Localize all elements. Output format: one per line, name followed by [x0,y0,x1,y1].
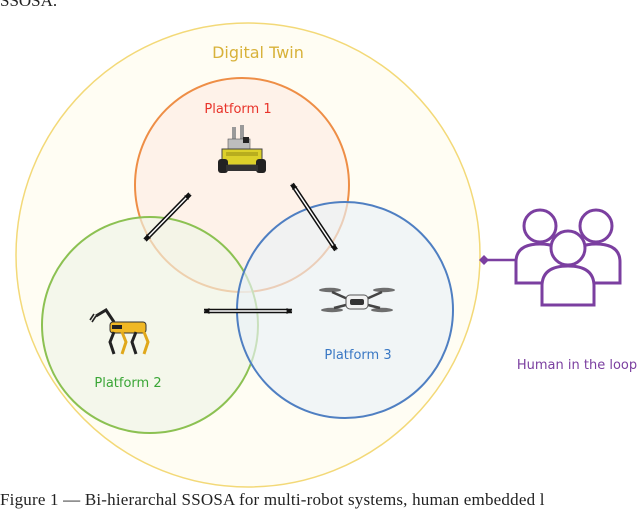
platform-2-label: Platform 2 [94,376,161,391]
arrow-platform1-platform3 [290,182,338,252]
wheeled-rover-robot-icon [218,125,266,173]
quadruped-robot-icon [89,307,150,355]
human-in-the-loop-label: Human in the loop [517,358,637,373]
ssosa-diagram: Digital Twin Platform 1 Platform 2 Platf… [15,22,637,488]
top-caption: SSOSA. [0,0,58,10]
user-group-icon [514,208,622,307]
platform-1-label: Platform 1 [204,102,271,117]
arrow-platform1-platform2 [143,192,192,242]
quadcopter-drone-icon [319,287,395,313]
platform-2-circle [41,216,259,434]
figure-caption: Figure 1 — Bi-hierarchal SSOSA for multi… [0,490,545,509]
platform-3-label: Platform 3 [324,348,391,363]
digital-twin-label: Digital Twin [212,43,304,62]
